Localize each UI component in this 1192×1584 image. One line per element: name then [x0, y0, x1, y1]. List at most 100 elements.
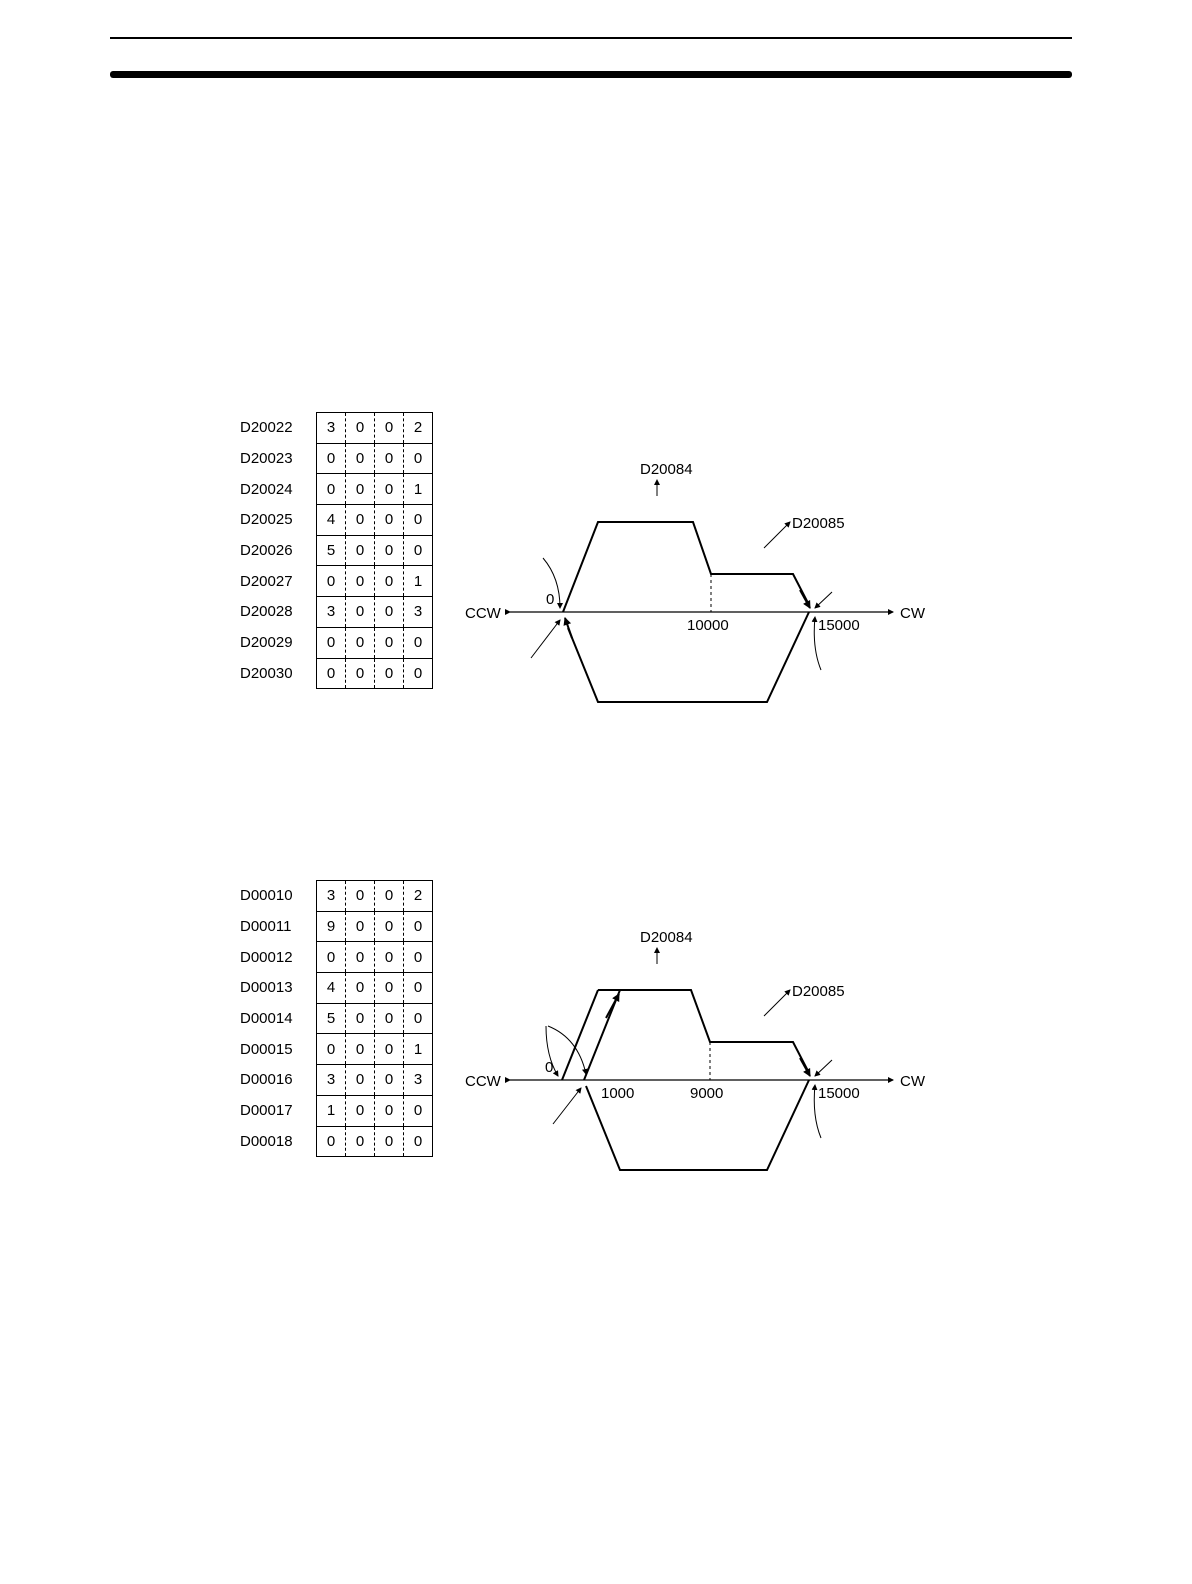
register-address: D00010 — [240, 887, 293, 905]
end-upper-pointer — [814, 591, 833, 609]
right-label-arrow — [763, 989, 791, 1017]
end-lower-pointer — [811, 616, 822, 671]
register-digit: 0 — [374, 565, 404, 598]
axis-label-0: 0 — [546, 591, 554, 608]
register-digit: 0 — [316, 657, 346, 690]
register-digit: 0 — [403, 1094, 433, 1127]
axis-label-9000: 9000 — [690, 1085, 723, 1102]
register-digit: 0 — [345, 657, 375, 690]
start-curve-pointer — [542, 557, 563, 609]
register-digit: 3 — [316, 1064, 346, 1096]
register-digit: 0 — [403, 657, 433, 690]
register-digit: 0 — [403, 1125, 433, 1158]
register-address: D20029 — [240, 634, 293, 652]
register-digit: 9 — [316, 910, 346, 943]
top-label: D20084 — [640, 461, 693, 478]
register-digit: 3 — [316, 412, 346, 444]
register-digit: 0 — [403, 504, 433, 536]
start-lower-pointer — [552, 1087, 582, 1125]
cw-label: CW — [900, 1073, 926, 1090]
register-address: D00016 — [240, 1071, 293, 1089]
cw-label: CW — [900, 605, 926, 622]
register-digit: 0 — [345, 1125, 375, 1158]
register-digit: 0 — [374, 473, 404, 506]
start-lower-pointer — [530, 619, 561, 659]
forward-end-arrow — [799, 589, 811, 609]
register-digit: 0 — [403, 442, 433, 475]
register-digit: 1 — [403, 473, 433, 506]
register-digit: 0 — [316, 442, 346, 475]
register-digit: 3 — [403, 1064, 433, 1096]
register-digit: 0 — [345, 412, 375, 444]
register-address: D20030 — [240, 664, 293, 682]
register-digit: 0 — [374, 504, 404, 536]
forward-start-arrow — [605, 993, 620, 1019]
start-curve-pointer — [545, 1025, 559, 1077]
register-digit: 0 — [316, 1125, 346, 1158]
right-label: D20085 — [792, 515, 845, 532]
register-digit: 4 — [316, 972, 346, 1004]
axis-label-10000: 10000 — [687, 617, 729, 634]
forward-profile — [583, 989, 809, 1081]
register-digit: 0 — [316, 1033, 346, 1066]
register-address: D20023 — [240, 450, 293, 468]
axis-label-15000: 15000 — [818, 617, 860, 634]
right-label-arrow — [763, 521, 791, 549]
register-digit: 3 — [316, 596, 346, 628]
register-digit: 0 — [345, 1033, 375, 1066]
register-address: D20025 — [240, 511, 293, 529]
start-curve-pointer-2 — [547, 1025, 588, 1075]
register-address: D20027 — [240, 572, 293, 590]
register-address: D00017 — [240, 1102, 293, 1120]
register-digit: 0 — [374, 412, 404, 444]
register-digit: 0 — [316, 565, 346, 598]
register-digit: 0 — [374, 1094, 404, 1127]
register-digit: 1 — [403, 1033, 433, 1066]
register-address: D00014 — [240, 1010, 293, 1028]
register-digit: 0 — [374, 1002, 404, 1035]
register-digit: 0 — [403, 1002, 433, 1035]
register-digit: 0 — [403, 972, 433, 1004]
register-digit: 0 — [374, 1125, 404, 1158]
return-profile — [567, 611, 810, 703]
register-digit: 0 — [374, 1033, 404, 1066]
register-digit: 0 — [345, 473, 375, 506]
register-digit: 0 — [316, 473, 346, 506]
register-address: D20028 — [240, 603, 293, 621]
register-digit: 0 — [345, 504, 375, 536]
register-digit: 0 — [374, 972, 404, 1004]
axis-label-1000: 1000 — [601, 1085, 634, 1102]
register-address: D20024 — [240, 480, 293, 498]
register-address: D20026 — [240, 542, 293, 560]
register-digit: 0 — [374, 657, 404, 690]
register-address: D20022 — [240, 419, 293, 437]
forward-profile — [562, 521, 809, 613]
register-digit: 0 — [345, 1094, 375, 1127]
register-digit: 0 — [345, 1064, 375, 1096]
register-address: D00015 — [240, 1040, 293, 1058]
register-digit: 2 — [403, 412, 433, 444]
right-label: D20085 — [792, 983, 845, 1000]
register-digit: 0 — [345, 1002, 375, 1035]
register-address: D00018 — [240, 1132, 293, 1150]
motion-diagram-2: CCW CW D20084 D20085 0 1000 9000 15000 — [465, 929, 926, 1171]
register-digit: 2 — [403, 880, 433, 912]
register-address: D00013 — [240, 979, 293, 997]
header-rule-thin — [110, 37, 1072, 39]
initial-profile — [561, 989, 599, 1081]
